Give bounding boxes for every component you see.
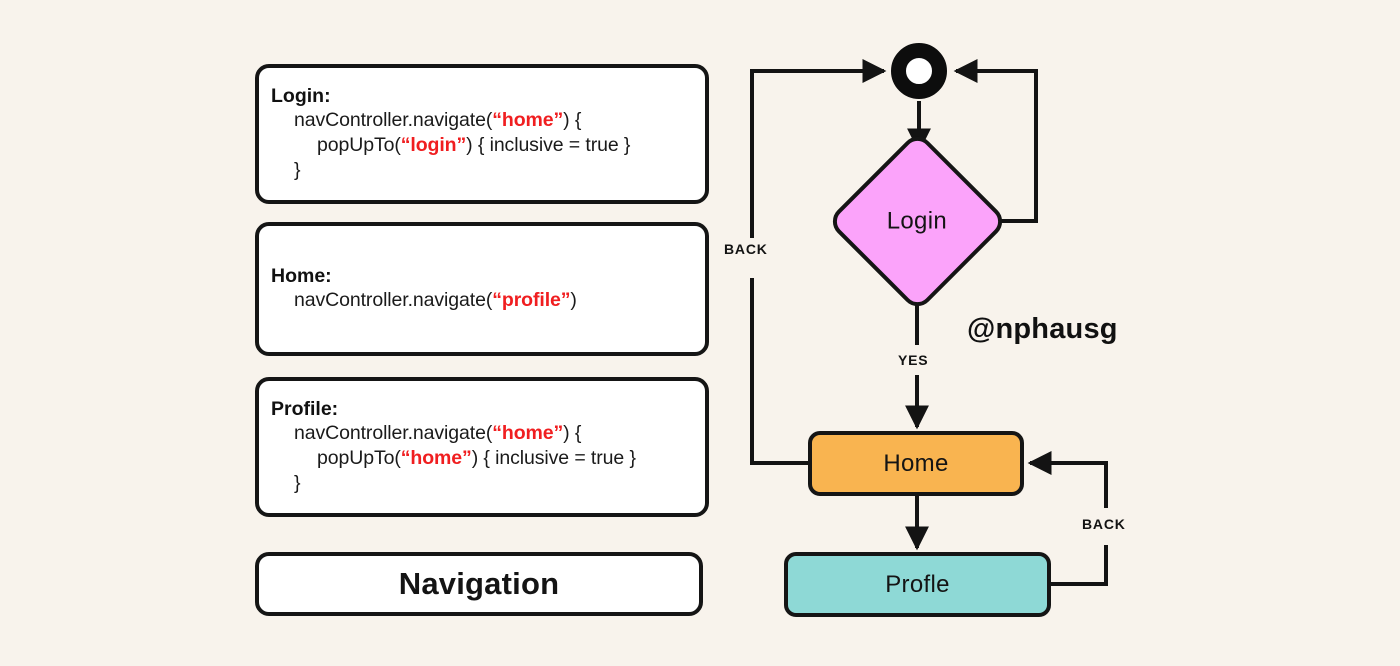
code-text: popUpTo(	[317, 134, 401, 156]
code-text: ) {	[563, 109, 582, 131]
code-text: }	[294, 159, 301, 181]
code-string-literal: “home”	[492, 109, 564, 131]
code-card-profile-heading: Profile:	[271, 398, 339, 420]
code-string-literal: “home”	[400, 447, 472, 469]
code-text: ) { inclusive = true }	[471, 447, 636, 469]
code-card-login-body: Login: navController.navigate(“home” ) { …	[271, 85, 695, 183]
code-text: popUpTo(	[317, 447, 401, 469]
code-card-home-body: Home: navController.navigate(“profile”)	[271, 265, 695, 313]
code-text: navController.navigate(	[294, 289, 493, 311]
code-text: ) { inclusive = true }	[466, 134, 631, 156]
edge-profile-back-to-home-lower	[1051, 545, 1108, 586]
code-line: navController.navigate(“home”) {	[271, 108, 695, 133]
flow-node-login-label: Login	[887, 207, 948, 235]
navigation-title-card: Navigation	[255, 552, 703, 616]
code-card-home-heading: Home:	[271, 265, 332, 287]
code-string-literal: “profile”	[492, 289, 571, 311]
code-line: }	[271, 158, 695, 183]
flow-node-profile-label: Profle	[885, 570, 950, 598]
code-string-literal: “home”	[492, 422, 564, 444]
code-card-home: Home: navController.navigate(“profile”)	[255, 222, 709, 356]
flow-node-start[interactable]	[891, 43, 947, 99]
edge-label-back-left: BACK	[724, 241, 768, 257]
code-line: navController.navigate(“profile”)	[271, 288, 695, 313]
author-handle: @nphausg	[967, 313, 1118, 345]
edge-label-yes: YES	[898, 352, 929, 368]
code-card-profile: Profile: navController.navigate(“home”) …	[255, 377, 709, 517]
code-line: popUpTo(“login”) { inclusive = true }	[271, 133, 695, 158]
code-line: }	[271, 471, 695, 496]
code-text: ) {	[563, 422, 582, 444]
code-string-literal: “login”	[400, 134, 467, 156]
code-card-login: Login: navController.navigate(“home” ) { …	[255, 64, 709, 204]
edge-home-back-to-start-lower	[750, 278, 808, 465]
page-title: Navigation	[398, 566, 560, 601]
edge-login-loop-to-start	[953, 59, 1038, 223]
code-card-login-heading: Login:	[271, 85, 331, 107]
code-text: navController.navigate(	[294, 109, 493, 131]
edge-home-back-to-start-upper	[750, 59, 887, 238]
edge-label-back-right: BACK	[1082, 516, 1126, 532]
code-text: )	[570, 289, 577, 311]
flow-node-profile[interactable]: Profle	[784, 552, 1051, 617]
edge-profile-back-to-home-upper	[1027, 451, 1108, 508]
code-card-profile-body: Profile: navController.navigate(“home”) …	[271, 398, 695, 496]
flow-node-home-label: Home	[883, 449, 949, 477]
code-text: }	[294, 472, 301, 494]
flow-node-home[interactable]: Home	[808, 431, 1024, 496]
code-line: popUpTo(“home”) { inclusive = true }	[271, 446, 695, 471]
code-line: navController.navigate(“home”) {	[271, 421, 695, 446]
code-text: navController.navigate(	[294, 422, 493, 444]
